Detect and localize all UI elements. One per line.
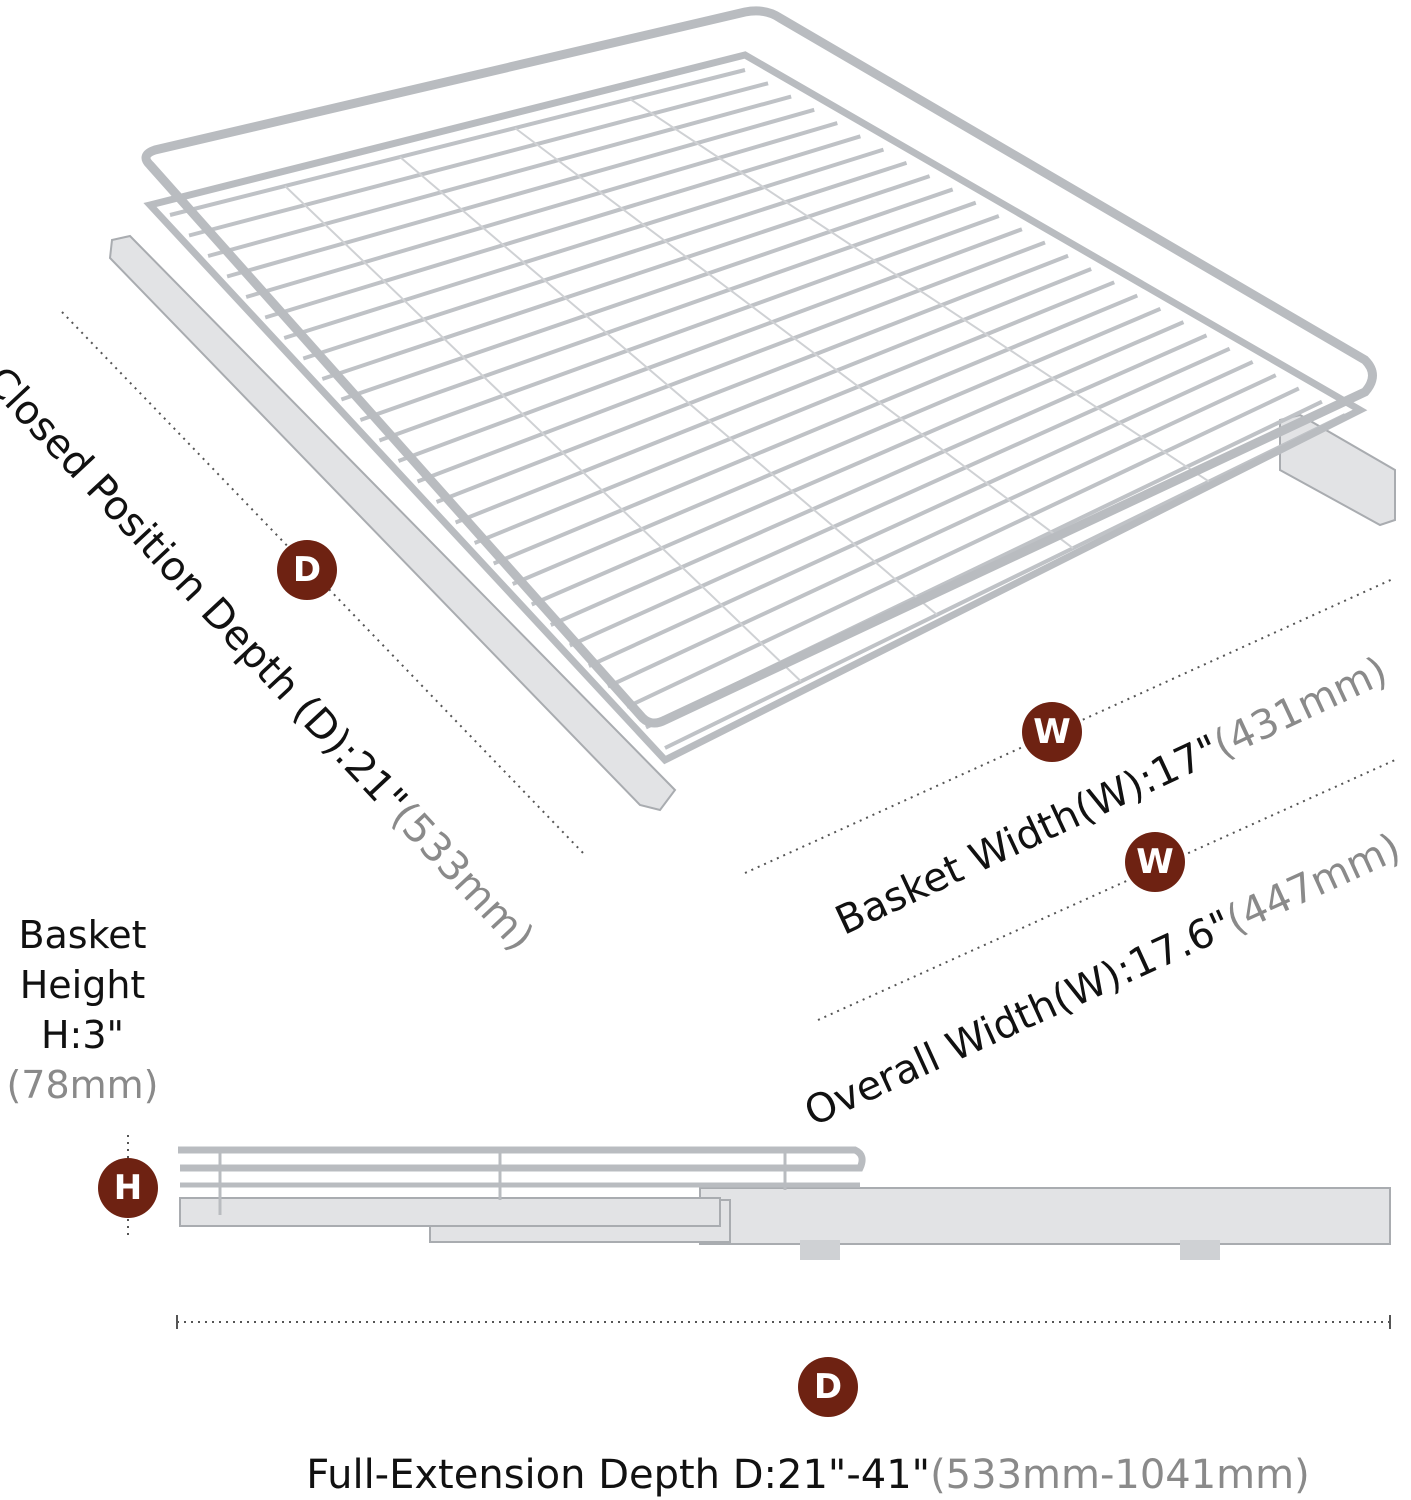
basket-bottom-rim [143, 51, 1368, 765]
svg-text:D: D [293, 550, 321, 590]
height-label-value: H:3" [40, 1013, 125, 1057]
grid-wire [511, 307, 1162, 586]
grid-wire [568, 346, 1231, 648]
grid-crosswire [284, 185, 802, 683]
grid-wire [435, 253, 1069, 504]
grid-wire [549, 333, 1208, 627]
depth-badge-top: D [277, 540, 337, 600]
grid-wire [359, 200, 977, 422]
basket-height-label: Basket Height H:3" (78mm) [0, 910, 165, 1110]
basket-perspective-view [108, 6, 1396, 812]
grid-wire [207, 94, 792, 258]
basket-side-view [178, 1146, 1391, 1260]
svg-text:H: H [114, 1168, 142, 1208]
grid-wire [169, 68, 746, 217]
grid-crosswire [399, 156, 938, 616]
grid-wire [340, 187, 954, 402]
grid-wire [321, 174, 931, 381]
depth-badge-bottom: D [798, 1357, 858, 1417]
grid-wire [245, 121, 838, 299]
overall-width-badge: W [1125, 832, 1185, 892]
right-slide-rail [1279, 413, 1396, 527]
rail-bracket [1180, 1240, 1220, 1260]
grid-wire [626, 386, 1300, 709]
closed-depth-label: Closed Position Depth (D):21"(533mm) [0, 358, 542, 960]
height-badge: H [98, 1158, 158, 1218]
grid-wire [664, 413, 1346, 750]
overall-width-dimension-line [817, 759, 1396, 1021]
height-label-line: Basket [18, 913, 147, 957]
grid-wire [226, 107, 815, 279]
basket-side-rim [178, 1146, 866, 1172]
full-extension-label: Full-Extension Depth D:21"-41"(533mm-104… [306, 1452, 1309, 1498]
left-slide-rail [108, 234, 677, 812]
grid-wire [264, 134, 861, 320]
basket-slide-rail [179, 1197, 721, 1227]
grid-wire [473, 280, 1115, 545]
grid-wire [454, 267, 1092, 525]
svg-text:W: W [1033, 712, 1071, 752]
svg-text:D: D [814, 1367, 842, 1407]
height-label-line: Height [19, 963, 146, 1007]
grid-wire [492, 293, 1139, 566]
grid-wire [188, 81, 769, 238]
grid-wire [378, 214, 1000, 443]
grid-wire [416, 240, 1046, 484]
grid-wire [283, 147, 885, 340]
basket-wire-grid [169, 68, 1346, 750]
basket-width-badge: W [1022, 702, 1082, 762]
grid-wire [530, 320, 1185, 607]
basket-top-rim [141, 6, 1377, 728]
svg-text:W: W [1136, 842, 1174, 882]
grid-wire [588, 360, 1254, 668]
grid-wire [302, 160, 908, 361]
grid-wire [607, 373, 1277, 689]
height-label-metric: (78mm) [6, 1063, 159, 1107]
extended-slide-rail [699, 1187, 1391, 1245]
grid-wire [397, 227, 1023, 463]
grid-crosswire [629, 98, 1210, 483]
rail-bracket [800, 1240, 840, 1260]
overall-width-label: Overall Width(W):17.6"(447mm) [798, 825, 1408, 1136]
grid-crosswire [514, 127, 1074, 549]
